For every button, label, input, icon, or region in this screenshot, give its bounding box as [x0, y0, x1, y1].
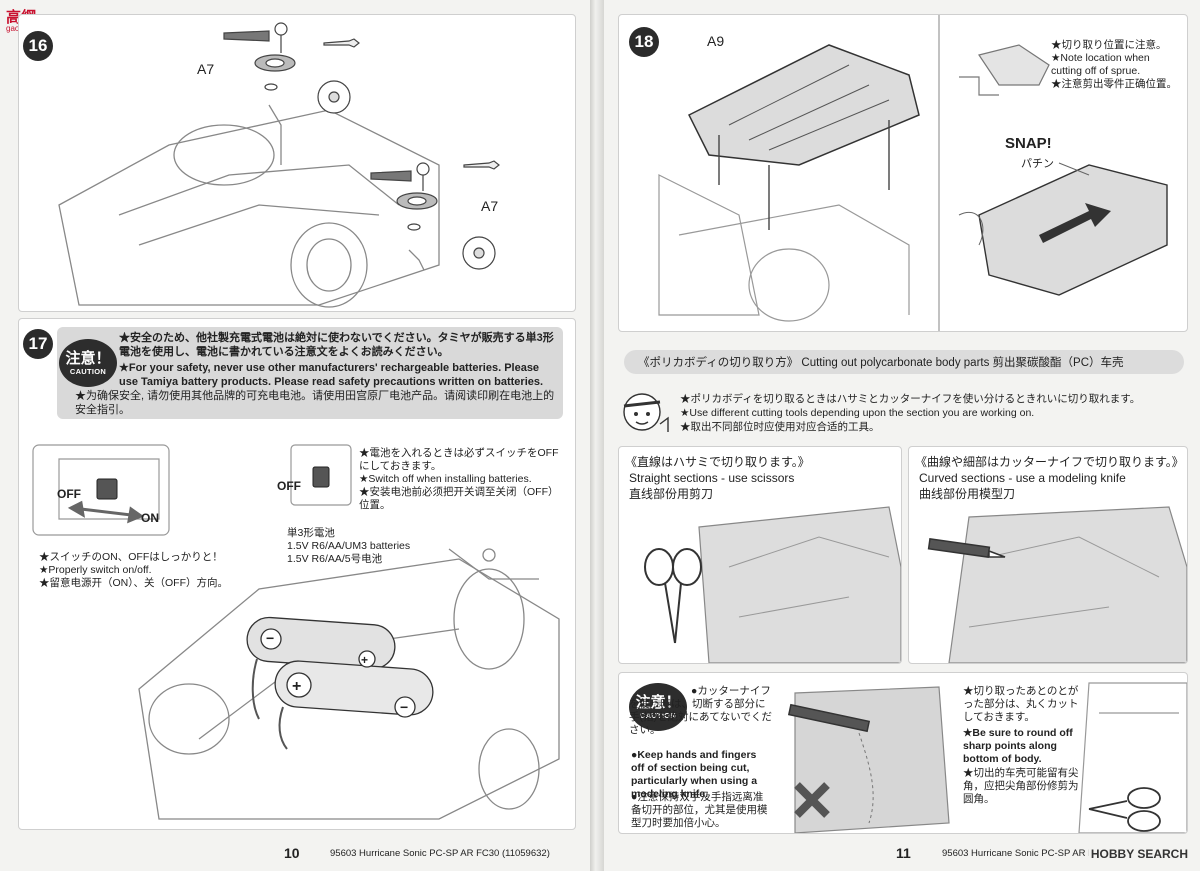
- svg-text:+: +: [292, 678, 301, 695]
- caution-jp: 注意！: [65, 349, 111, 367]
- part-label-a7-top: A7: [197, 61, 215, 77]
- caution-en: CAUTION: [69, 366, 107, 376]
- footer-left: 95603 Hurricane Sonic PC-SP AR FC30 (110…: [330, 848, 550, 859]
- curved-cn: 曲线部份用模型刀: [919, 487, 1016, 501]
- round-en: ★Be sure to round off sharp points along…: [963, 727, 1073, 765]
- switch-note-jp: ★スイッチのON、OFFはしっかりと！: [39, 551, 223, 563]
- step-16-diagram: [58, 22, 500, 308]
- caution-jp-2: 注意！: [635, 693, 681, 711]
- straight-sections-panel: 《直線はハサミで切り取ります。》 Straight sections - use…: [618, 446, 902, 664]
- part-label-a7-lower: A7: [481, 198, 499, 214]
- watermark-bottom: HOBBY SEARCH: [1088, 847, 1190, 861]
- body-section-title-text: 《ポリカボディの切り取り方》 Cutting out polycarbonate…: [638, 357, 1124, 369]
- install-note-jp: ★電池を入れるときは必ずスイッチをOFFにしておきます。: [359, 447, 559, 472]
- knife-cut-diagram: [927, 506, 1187, 663]
- gutter: [590, 0, 604, 871]
- caution-en-2: CAUTION: [639, 710, 677, 720]
- footer-right: 95603 Hurricane Sonic PC-SP AR FC30 (110…: [942, 848, 1162, 859]
- curved-sections-panel: 《曲線や細部はカッターナイフで切り取ります。》 Curved sections …: [908, 446, 1188, 664]
- body-section-title: 《ポリカボディの切り取り方》 Cutting out polycarbonate…: [624, 350, 1184, 374]
- warning-en: ★For your safety, never use other manufa…: [119, 362, 544, 388]
- page-number-10: 10: [284, 845, 300, 861]
- snap-label: SNAP!: [1005, 135, 1052, 152]
- switch-note-cn: ★留意电源开（ON）、关（OFF）方向。: [39, 577, 228, 589]
- step-17-diagram: − + + −: [32, 444, 560, 820]
- round-jp: ★切り取ったあとのとがった部分は、丸くカットしておきます。: [963, 685, 1079, 723]
- scissors-icon: [644, 548, 702, 644]
- install-note-cn: ★安装电池前必须把开关调至关闭（OFF）位置。: [359, 486, 559, 511]
- off-label-2: OFF: [277, 479, 301, 493]
- caution-diagram: [787, 682, 1187, 833]
- svg-text:−: −: [400, 699, 408, 715]
- step-17-number: 17: [23, 329, 53, 359]
- warning-cn: ★为确保安全, 请勿使用其他品牌的可充电电池。请使用田宫原厂电池产品。请阅读印刷…: [75, 390, 555, 416]
- snap-label-jp: パチン: [1021, 158, 1054, 170]
- step-16-panel: 16: [18, 14, 576, 312]
- straight-jp: 《直線はハサミで切り取ります。》: [625, 455, 810, 469]
- step-18-panel: 18 A9: [618, 14, 1188, 332]
- page-number-11: 11: [896, 845, 911, 861]
- warning-jp: ★安全のため、他社製充電式電池は絶対に使わないでください。タミヤが販売する単3形…: [119, 332, 554, 358]
- tip-jp: ★ポリカボディを切り取るときはハサミとカッターナイフを使い分けるときれいに切り取…: [680, 393, 1141, 405]
- step-18-number: 18: [629, 27, 659, 57]
- curved-en: Curved sections - use a modeling knife: [919, 471, 1126, 485]
- on-label: ON: [141, 511, 159, 525]
- straight-cn: 直线部份用剪刀: [629, 487, 714, 501]
- modeling-knife-icon: [927, 538, 1006, 558]
- straight-en: Straight sections - use scissors: [629, 471, 795, 485]
- battery-en: 1.5V R6/AA/UM3 batteries: [287, 540, 411, 552]
- battery-cn: 1.5V R6/AA/5号电池: [287, 553, 383, 565]
- caution-box-panel: 注意！ CAUTION ●カッターナイフを使う時は、切断する部分に手(指)を絶対…: [618, 672, 1188, 834]
- right-page: 18 A9: [604, 0, 1200, 871]
- mechanic-mascot-icon: [623, 393, 669, 432]
- step-18-diagram: [658, 15, 1168, 331]
- off-label-1: OFF: [57, 487, 81, 501]
- scissors-cut-diagram: [644, 506, 901, 663]
- tip-cn: ★取出不同部位时应使用对应合适的工具。: [680, 421, 880, 433]
- switch-note-en: ★Properly switch on/off.: [39, 564, 152, 576]
- svg-text:+: +: [361, 653, 368, 667]
- tip-en: ★Use different cutting tools depending u…: [680, 407, 1035, 419]
- step-17-panel: 17 注意！ CAUTION ★安全のため、他社製充電式電池は絶対に使わないでく…: [18, 318, 576, 830]
- install-note-en: ★Switch off when installing batteries.: [359, 473, 532, 485]
- round-cn: ★切出的车壳可能留有尖角，应把尖角部份修剪为圆角。: [963, 767, 1079, 805]
- cut-note-jp: ★切り取り位置に注意。: [1051, 39, 1167, 51]
- knife-jp: ●カッターナイフを使う時は、切断する部分に手(指)を絶対にあてないでください。: [629, 685, 772, 736]
- left-page: 高網 gao.com.cn 16: [0, 0, 590, 871]
- svg-text:−: −: [266, 630, 274, 646]
- scissors-icon-2: [1088, 787, 1161, 832]
- caution-badge: 注意！ CAUTION: [59, 339, 117, 387]
- prohibited-x-icon: [794, 782, 830, 818]
- caution-badge-2: 注意！ CAUTION: [629, 683, 687, 731]
- step-16-number: 16: [23, 31, 53, 61]
- battery-warning-box: [57, 327, 563, 419]
- knife-en: ●Keep hands and fingers off of section b…: [631, 749, 758, 800]
- curved-jp: 《曲線や細部はカッターナイフで切り取ります。》: [915, 455, 1184, 469]
- battery-jp: 単3形電池: [287, 527, 335, 539]
- cut-note-en: ★Note location when cutting off of sprue…: [1051, 52, 1150, 77]
- knife-cn: ●注意保持双手及手指远离准备切开的部位，尤其是使用模型刀时要加倍小心。: [631, 791, 768, 829]
- cut-note-cn: ★注意剪出零件正确位置。: [1051, 78, 1177, 90]
- part-label-a9: A9: [707, 33, 725, 49]
